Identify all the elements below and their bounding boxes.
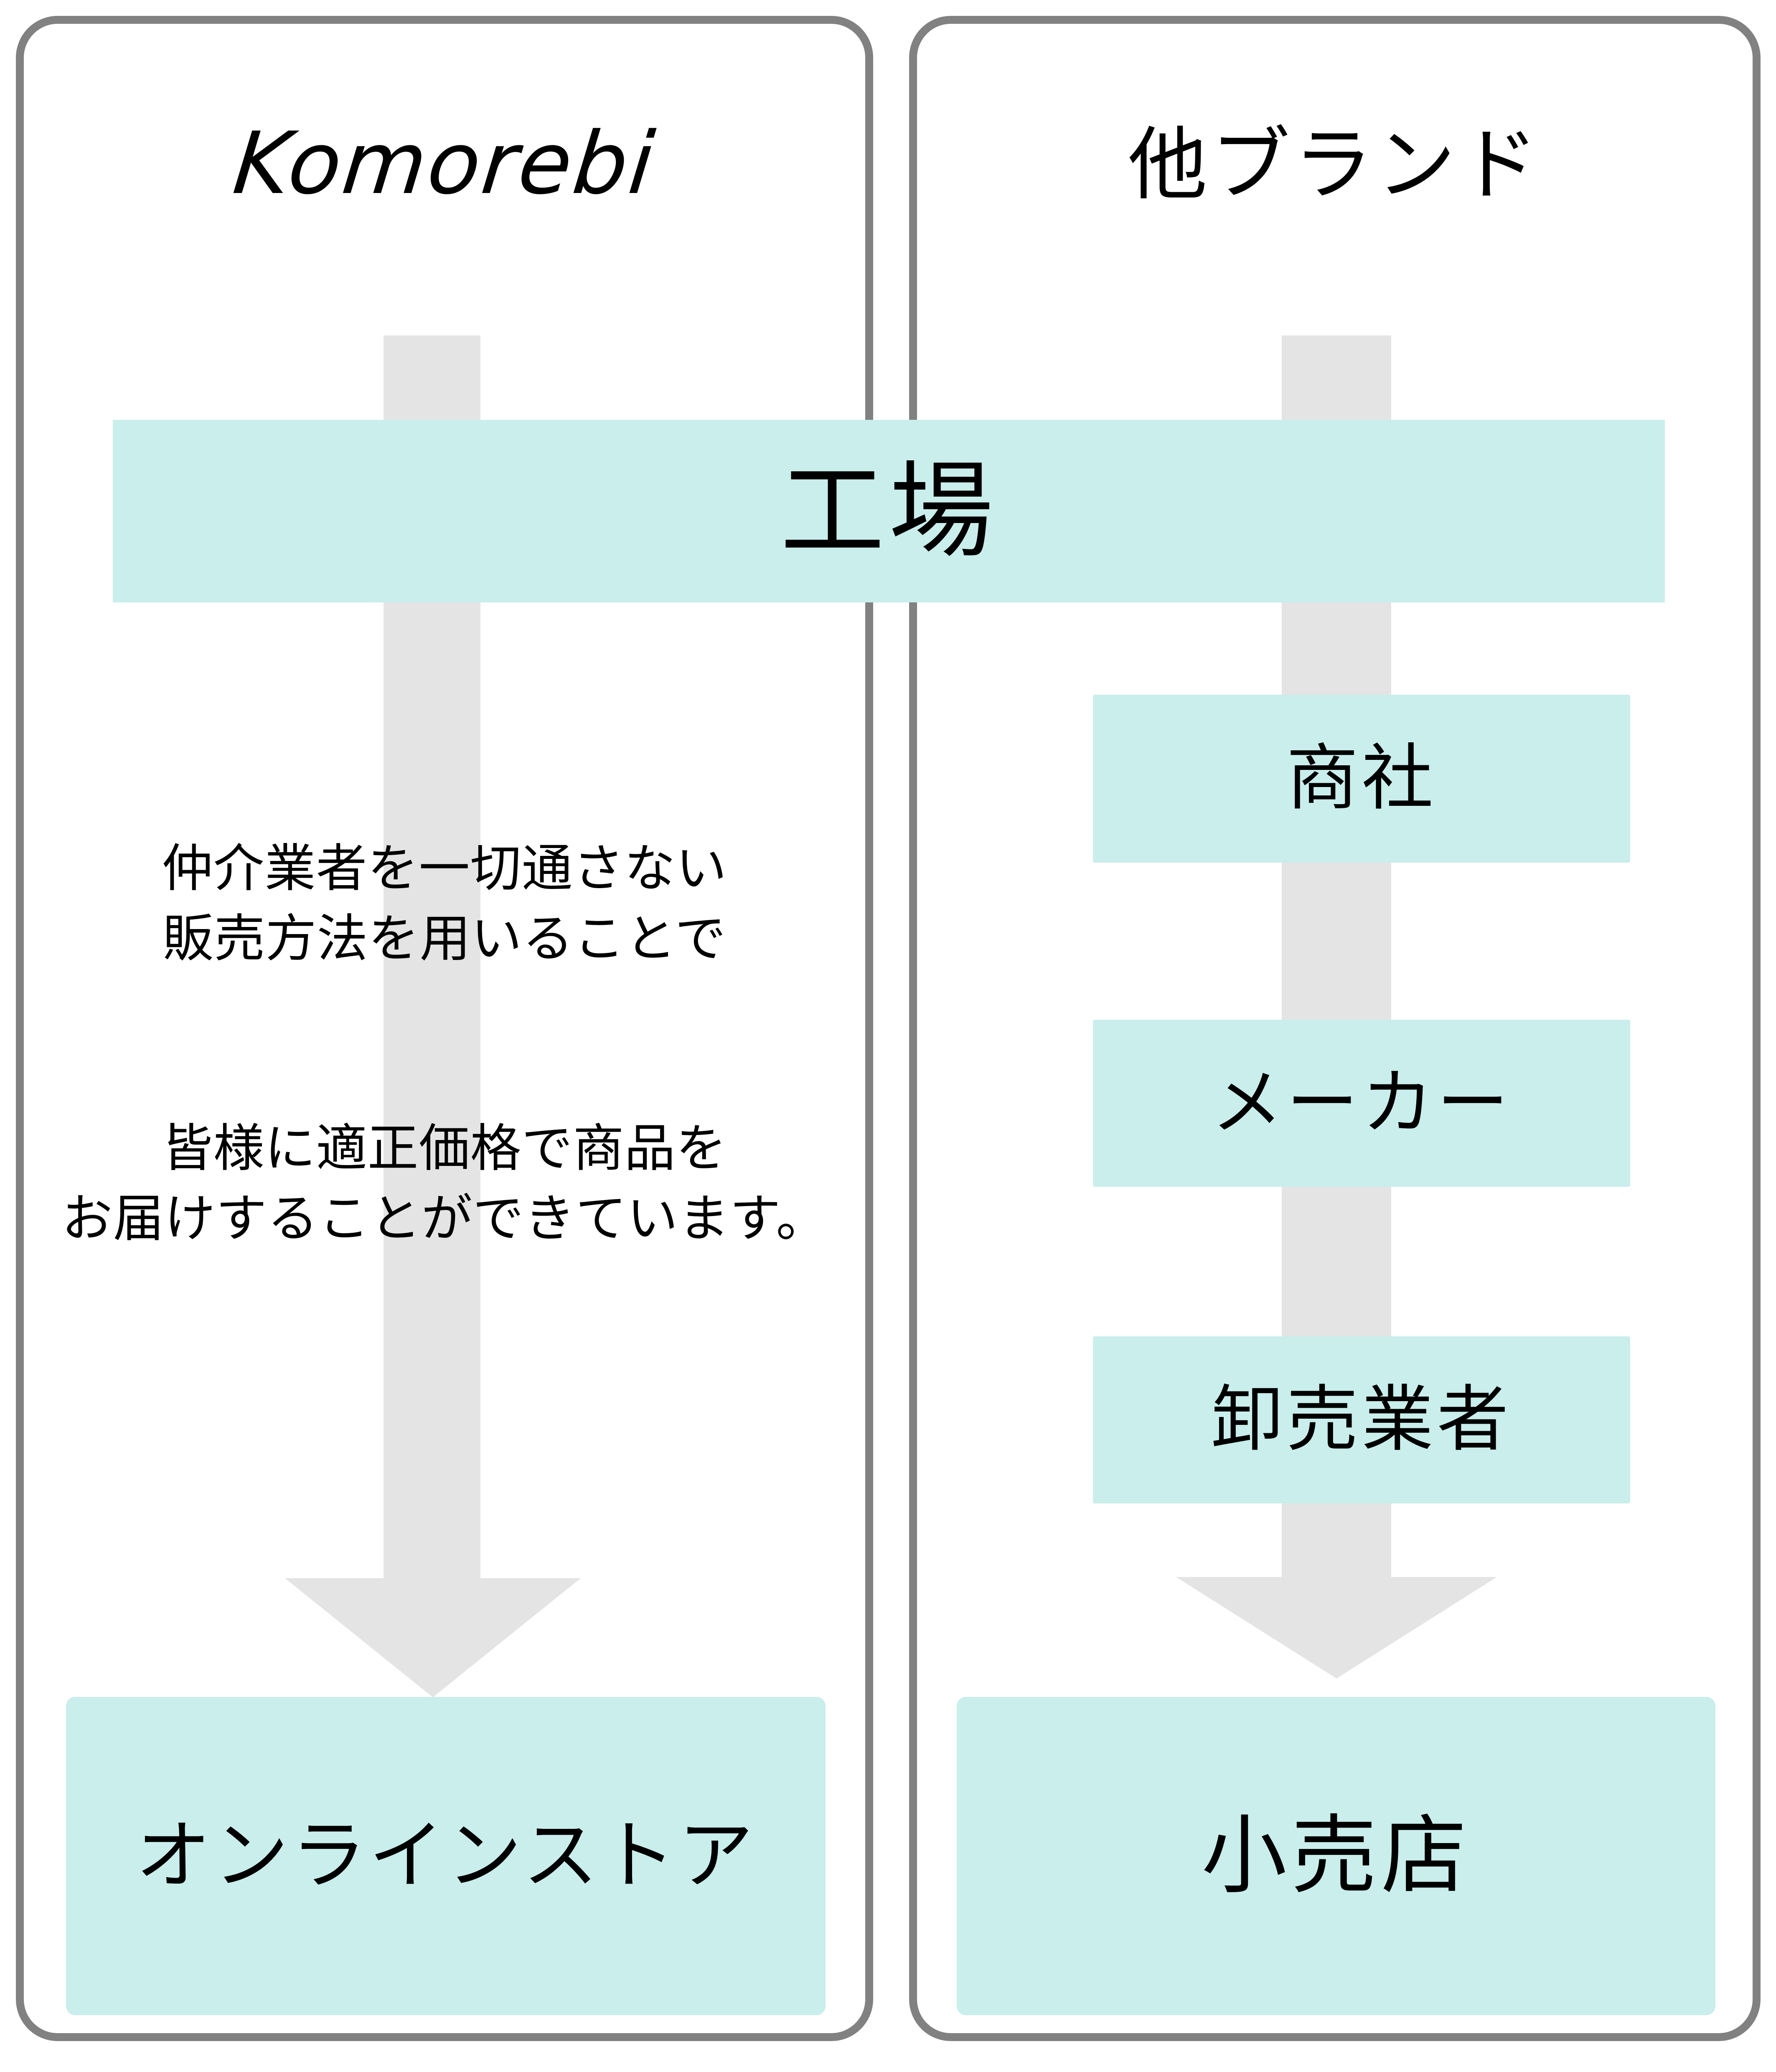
node-maker: メーカー: [1093, 1020, 1630, 1187]
node-retail-store: 小売店: [957, 1697, 1715, 2015]
arrow-head-right: [1176, 1577, 1497, 1678]
arrow-head-left: [285, 1578, 581, 1697]
node-trading-company: 商社: [1093, 695, 1630, 863]
left-flow-description-2: 皆様に適正価格で商品を お届けすることができています。: [61, 1120, 828, 1247]
node-factory: 工場: [113, 420, 1665, 602]
node-online-store: オンラインストア: [66, 1697, 826, 2015]
left-flow-description-1: 仲介業者を一切通さない 販売方法を用いることで: [162, 840, 727, 967]
panel-title-other-brand: 他ブランド: [1128, 119, 1542, 211]
node-wholesaler: 卸売業者: [1093, 1336, 1630, 1503]
panel-title-komorebi: Komorebi: [229, 114, 661, 213]
